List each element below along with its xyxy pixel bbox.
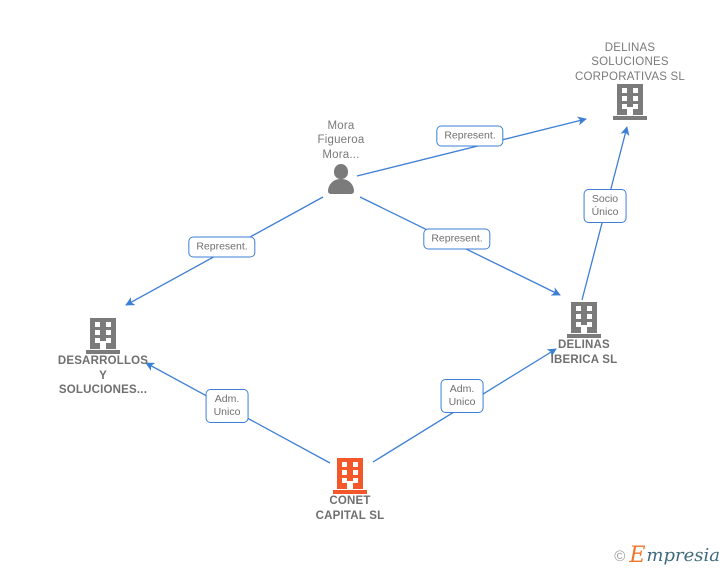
- node-label-delinas-iberica: DELINAS IBERICA SL: [550, 339, 618, 366]
- edge-label-mora-to-iberica[interactable]: Represent.: [423, 228, 491, 250]
- brand-initial: E: [629, 543, 646, 568]
- node-mora-figueroa[interactable]: Mora Figueroa Mora...: [261, 119, 421, 199]
- copyright-symbol: ©: [614, 547, 626, 565]
- node-label-desarrollos: DESARROLLOS Y SOLUCIONES...: [57, 355, 149, 396]
- edge-label-mora-to-desarrollos[interactable]: Represent.: [188, 236, 256, 258]
- building-icon: [613, 84, 647, 120]
- node-delinas-soluciones[interactable]: DELINAS SOLUCIONES CORPORATIVAS SL: [550, 41, 710, 120]
- node-conet-capital[interactable]: CONET CAPITAL SL: [270, 458, 430, 523]
- building-icon: [567, 302, 601, 338]
- node-label-conet-capital: CONET CAPITAL SL: [315, 495, 385, 522]
- node-desarrollos[interactable]: DESARROLLOS Y SOLUCIONES...: [23, 318, 183, 398]
- edge-label-mora-to-soluciones[interactable]: Represent.: [436, 125, 504, 147]
- building-icon: [333, 458, 367, 494]
- person-icon: [324, 162, 358, 198]
- edge-label-conet-to-desarrollos[interactable]: Adm. Unico: [205, 389, 249, 423]
- node-label-delinas-soluciones: DELINAS SOLUCIONES CORPORATIVAS SL: [575, 41, 685, 83]
- node-delinas-iberica[interactable]: DELINAS IBERICA SL: [504, 302, 664, 367]
- empresia-watermark: © E mpresia: [614, 545, 720, 567]
- node-label-mora-figueroa: Mora Figueroa Mora...: [317, 119, 365, 161]
- edge-mora-to-soluciones[interactable]: [356, 116, 587, 177]
- building-icon: [86, 318, 120, 354]
- edge-label-iberica-to-soluciones[interactable]: Socio Único: [583, 189, 627, 223]
- brand-name: mpresia: [646, 545, 720, 566]
- edge-label-conet-to-iberica[interactable]: Adm. Unico: [440, 379, 484, 413]
